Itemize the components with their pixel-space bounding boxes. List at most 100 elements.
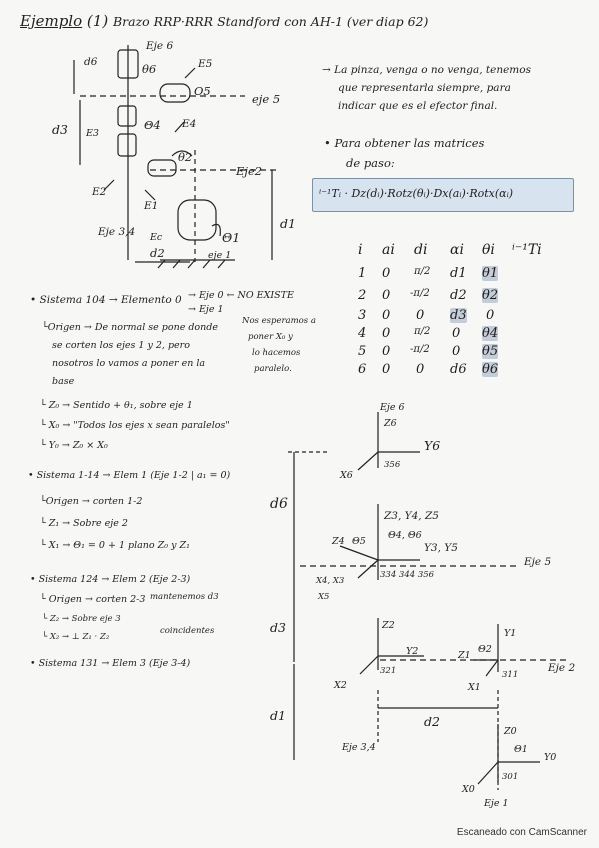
dh-header-ai: ai: [382, 242, 395, 258]
fr-y35: Y3, Y5: [424, 542, 458, 554]
lbl-e4: E4: [182, 118, 197, 130]
dh-header-i: i: [358, 242, 363, 258]
lbl-o5: O5: [194, 84, 211, 98]
fr-z4: Z4: [332, 536, 345, 547]
note2-line2: de paso:: [346, 156, 395, 170]
fr-z0: Z0: [504, 726, 517, 737]
lbl-e2: E2: [92, 186, 107, 198]
dh-r6-d: 0: [416, 362, 425, 377]
fr-eje34: Eje 3,4: [342, 742, 376, 753]
note-s114a: └Origen → corten 1-2: [40, 496, 143, 507]
note-side-2: poner X₀ y: [248, 332, 293, 342]
fr-th4: Θ4, Θ6: [388, 530, 422, 541]
note-side-4: paralelo.: [254, 364, 292, 374]
fr-x5: X5: [318, 592, 330, 602]
fr-z345: Z3, Y4, Z5: [384, 510, 439, 522]
dh-r3-al: d3: [450, 308, 467, 323]
fr-eje5: Eje 5: [524, 556, 552, 568]
dh-r5-a: 0: [382, 344, 391, 359]
fr-x45: X4, X3: [316, 576, 345, 586]
note-y0: └ Y₀ → Z₀ × X₀: [40, 440, 108, 451]
note-s114c: └ X₁ → Θ₁ = 0 + 1 plano Z₀ y Z₁: [40, 540, 190, 551]
fr-eje1: Eje 1: [484, 798, 509, 809]
note-s104b: → Eje 0 ← NO EXISTE: [188, 290, 294, 301]
dh-header-t: ⁱ⁻¹Ti: [512, 242, 542, 258]
lbl-d3: d3: [52, 122, 68, 137]
lbl-e1: E1: [144, 200, 159, 212]
fr-eje6: Eje 6: [380, 402, 405, 413]
dh-r4-al: 0: [452, 326, 461, 341]
dh-r3-d: 0: [416, 308, 425, 323]
dh-r2-th: θ2: [482, 288, 499, 303]
dh-r2-a: 0: [382, 288, 391, 303]
dh-r5-d: -π/2: [410, 344, 430, 355]
fr-d2: d2: [424, 714, 440, 729]
fr-z6: Z6: [384, 418, 397, 429]
note-s124c: └ X₂ → ⊥ Z₁ · Z₂: [42, 632, 110, 642]
fr-eje2: Eje 2: [548, 662, 576, 674]
dh-r4-a: 0: [382, 326, 391, 341]
note1-line3: indicar que es el efector final.: [338, 100, 498, 112]
note-x0: └ X₀ → "Todos los ejes x sean paralelos": [40, 420, 230, 431]
fr-s2: 321: [380, 666, 397, 676]
note-z0: └ Z₀ → Sentido + θ₁, sobre eje 1: [40, 400, 193, 411]
lbl-theta2: θ2: [178, 150, 193, 164]
note-origen1-3: nosotros lo vamos a poner en la: [52, 358, 206, 369]
note-side-1: Nos esperamos a: [242, 316, 316, 326]
note-origen1-1: └Origen → De normal se pone donde: [42, 322, 218, 333]
dh-r1-al: d1: [450, 266, 467, 281]
fr-x1: X1: [468, 682, 481, 693]
note-s131: • Sistema 131 → Elem 3 (Eje 3-4): [30, 658, 191, 669]
dh-r3-i: 3: [358, 308, 367, 323]
note-origen1-4: base: [52, 376, 75, 387]
dh-r3-a: 0: [382, 308, 391, 323]
fr-y1: Y1: [504, 628, 517, 639]
dh-r2-d: -π/2: [410, 288, 430, 299]
fr-th5: Θ5: [352, 536, 366, 547]
formula-box: ⁱ⁻¹Tᵢ · Dz(dᵢ)·Rotz(θᵢ)·Dx(aᵢ)·Rotx(αᵢ): [312, 178, 574, 212]
fr-y2: Y2: [406, 646, 419, 657]
dh-r1-a: 0: [382, 266, 391, 281]
dh-r4-th: θ4: [482, 326, 499, 341]
lbl-eje34: Eje 3,4: [98, 226, 136, 238]
fr-s0: 301: [502, 772, 519, 782]
scanner-watermark: Escaneado con CamScanner: [456, 827, 587, 838]
fr-z1: Z1: [458, 650, 471, 661]
lbl-theta6: θ6: [142, 62, 157, 76]
dh-r1-i: 1: [358, 266, 367, 281]
dh-r2-al: d2: [450, 288, 467, 303]
fr-d3: d3: [270, 620, 286, 635]
lbl-d2: d2: [150, 246, 165, 260]
dh-r1-th: θ1: [482, 266, 499, 281]
dh-r2-i: 2: [358, 288, 367, 303]
dh-r1-d: π/2: [414, 266, 431, 277]
title-number: (1): [86, 12, 109, 30]
fr-s34: 334 344 356: [380, 570, 435, 580]
lbl-eje1: eje 1: [208, 250, 232, 261]
note-s114b: └ Z₁ → Sobre eje 2: [40, 518, 128, 529]
lbl-eje2: Eje2: [236, 164, 263, 178]
note2-line1: • Para obtener las matrices: [324, 136, 485, 150]
dh-header-theta: θi: [482, 242, 495, 258]
lbl-d1: d1: [280, 216, 296, 231]
fr-th1: Θ1: [514, 744, 528, 755]
fr-x6: X6: [340, 470, 353, 481]
lbl-d6: d6: [84, 56, 98, 68]
lbl-eje5: eje 5: [252, 92, 281, 106]
dh-r3-th: 0: [486, 308, 495, 323]
note-s104: • Sistema 104 → Elemento 0: [30, 294, 182, 306]
fr-d6: d6: [270, 496, 288, 512]
note-side-3: lo hacemos: [252, 348, 301, 358]
note1-line2: que representarla siempre, para: [338, 82, 511, 94]
fr-s1: 311: [502, 670, 519, 680]
formula-text: ⁱ⁻¹Tᵢ · Dz(dᵢ)·Rotz(θᵢ)·Dx(aᵢ)·Rotx(αᵢ): [319, 187, 514, 200]
dh-r4-d: π/2: [414, 326, 431, 337]
fr-x2: X2: [334, 680, 347, 691]
note-origen1-2: se corten los ejes 1 y 2, pero: [52, 340, 190, 351]
title-word: Ejemplo: [20, 12, 83, 30]
dh-header-alpha: αi: [450, 242, 464, 258]
dh-r4-i: 4: [358, 326, 367, 341]
fr-y6: Y6: [424, 438, 441, 453]
